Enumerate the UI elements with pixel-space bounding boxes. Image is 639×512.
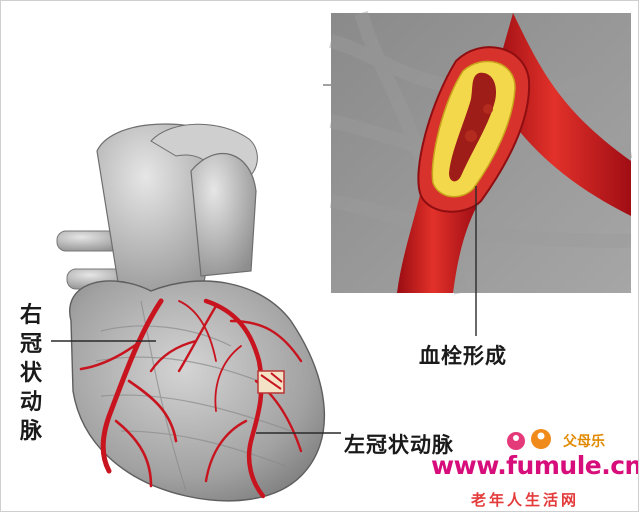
thrombus-formation-label: 血栓形成 — [419, 340, 507, 370]
watermark-url: www.fumule.cn — [431, 451, 639, 480]
watermark-logo — [507, 429, 551, 450]
right-coronary-artery-label: 右冠状动脉 — [13, 301, 49, 446]
pulmonary-artery — [191, 154, 256, 276]
watermark-slogan: 老年人生活网 — [471, 489, 579, 510]
thrombus-inset — [323, 13, 631, 336]
watermark-site-name: 父母乐 — [563, 431, 605, 451]
heart — [57, 124, 324, 501]
